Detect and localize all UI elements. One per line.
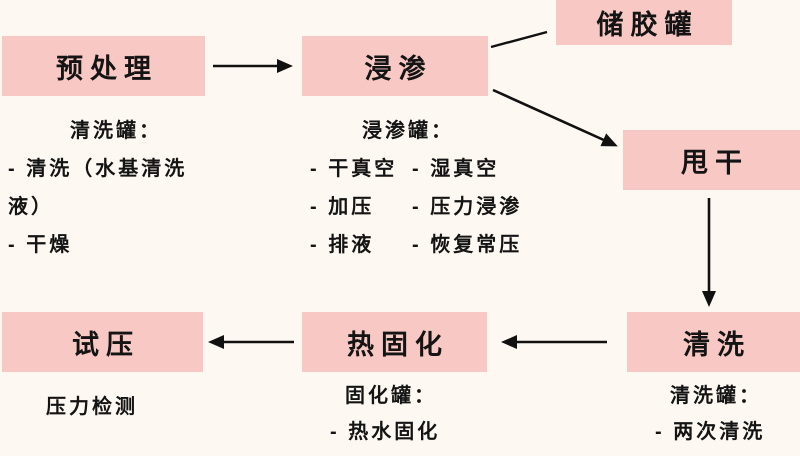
node-thermal-cure: 热固化 — [302, 312, 487, 372]
note-impregnation-item: - 排液 — [310, 234, 375, 256]
note-pretreatment-title: 清洗罐： — [70, 120, 162, 142]
note-impregnation-item: - 干真空 — [310, 158, 398, 180]
node-spin-dry-label: 甩干 — [681, 147, 749, 178]
line-impregnation-to-glue-tank — [490, 30, 548, 49]
note-pretreatment-line: 液） — [8, 196, 54, 218]
note-rinse-title: 清洗罐： — [670, 385, 762, 407]
note-impregnation-item: - 压力浸渗 — [412, 196, 523, 218]
note-impregnation-item: - 湿真空 — [412, 158, 500, 180]
node-impregnation-label: 浸渗 — [364, 53, 433, 84]
note-pretreatment-line: - 干燥 — [8, 234, 73, 256]
node-pretreatment: 预处理 — [2, 36, 205, 96]
node-glue-tank-label: 储胶罐 — [596, 10, 699, 40]
note-thermal-cure-title: 固化罐： — [345, 385, 437, 407]
node-pressure-test: 试压 — [2, 312, 203, 372]
note-impregnation-item: - 加压 — [310, 196, 375, 218]
note-thermal-cure-line: - 热水固化 — [330, 421, 441, 443]
note-pressure-test-line: 压力检测 — [46, 396, 138, 418]
node-spin-dry: 甩干 — [623, 130, 800, 190]
note-pressure-test: 压力检测 — [46, 388, 138, 426]
node-impregnation: 浸渗 — [302, 36, 488, 96]
note-pretreatment-line: - 清洗（水基清洗 — [8, 158, 188, 180]
note-impregnation-item: - 恢复常压 — [412, 234, 523, 256]
node-thermal-cure-label: 热固化 — [347, 329, 449, 360]
note-pretreatment: 清洗罐： - 清洗（水基清洗 液） - 干燥 — [8, 112, 298, 264]
node-glue-tank: 储胶罐 — [556, 0, 732, 45]
note-rinse: 清洗罐： - 两次清洗 — [655, 378, 765, 450]
note-rinse-line: - 两次清洗 — [655, 421, 766, 443]
note-impregnation-title: 浸渗罐： — [362, 120, 454, 142]
node-pretreatment-label: 预处理 — [56, 53, 158, 84]
node-rinse: 清洗 — [627, 312, 800, 372]
note-impregnation: 浸渗罐： - 干真空 - 湿真空 - 加压 - 压力浸渗 - 排液 - 恢复常压 — [310, 112, 590, 264]
note-thermal-cure: 固化罐： - 热水固化 — [330, 378, 440, 450]
node-pressure-test-label: 试压 — [72, 329, 140, 360]
node-rinse-label: 清洗 — [683, 329, 751, 360]
